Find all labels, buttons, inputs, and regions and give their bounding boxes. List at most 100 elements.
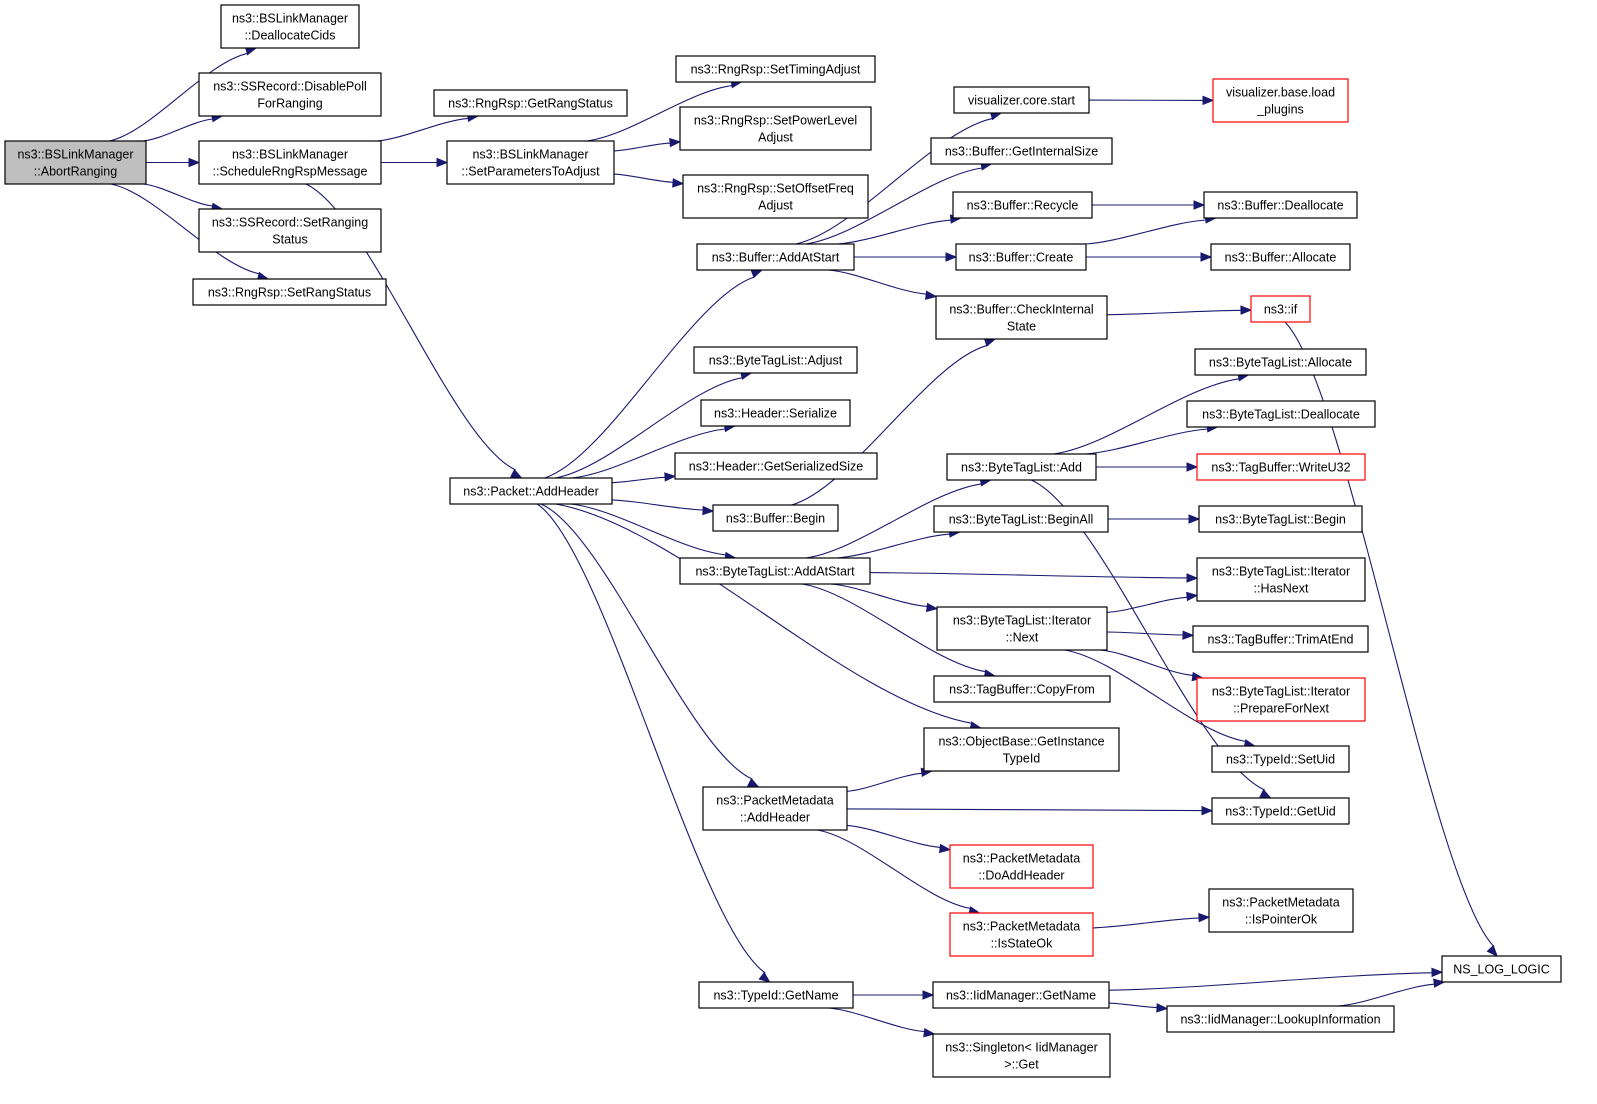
node-iidlookup[interactable]: ns3::IidManager::LookupInformation xyxy=(1166,1005,1395,1033)
arrowhead-icon xyxy=(922,990,935,1000)
node-label: ns3::Buffer::Deallocate xyxy=(1217,199,1343,213)
node-recycle[interactable]: ns3::Buffer::Recycle xyxy=(952,191,1093,219)
node-create[interactable]: ns3::Buffer::Create xyxy=(955,243,1087,271)
node-label: ::ScheduleRngRspMessage xyxy=(213,165,368,179)
edge-line xyxy=(1106,596,1188,613)
edge-line xyxy=(570,503,726,556)
arrowhead-icon xyxy=(1186,573,1199,583)
node-box xyxy=(192,278,387,306)
node-deallocate[interactable]: ns3::Buffer::Deallocate xyxy=(1203,191,1358,219)
node-label: ForRanging xyxy=(257,97,322,111)
node-box xyxy=(1166,1005,1395,1033)
edge-line xyxy=(143,118,213,142)
arrowhead-icon xyxy=(1156,1003,1169,1013)
node-label: ns3::Buffer::CheckInternal xyxy=(949,303,1093,317)
node-writeu32[interactable]: ns3::TagBuffer::WriteU32 xyxy=(1196,453,1366,481)
node-schedrng[interactable]: ns3::BSLinkManager::ScheduleRngRspMessag… xyxy=(198,140,382,185)
edge-line xyxy=(805,167,983,245)
node-typeidgetname[interactable]: ns3::TypeId::GetName xyxy=(698,981,854,1009)
node-label: ns3::ByteTagList::Iterator xyxy=(1212,685,1350,699)
node-label: Adjust xyxy=(758,199,793,213)
edge-line xyxy=(544,276,755,479)
edge-line xyxy=(613,142,671,152)
edge-line xyxy=(791,344,988,506)
node-iidgetname[interactable]: ns3::IidManager::GetName xyxy=(932,981,1110,1009)
node-bufbegin[interactable]: ns3::Buffer::Begin xyxy=(712,504,839,532)
node-ithasnext[interactable]: ns3::ByteTagList::Iterator::HasNext xyxy=(1196,557,1366,602)
arrowhead-icon xyxy=(925,290,938,300)
edge-line xyxy=(1064,649,1246,743)
edge-typeidgetname-to-singleton xyxy=(828,1007,936,1038)
node-setrangstatus[interactable]: ns3::RngRsp::SetRangStatus xyxy=(192,278,387,306)
node-getuid[interactable]: ns3::TypeId::GetUid xyxy=(1211,797,1350,825)
node-btlbeginall[interactable]: ns3::ByteTagList::BeginAll xyxy=(933,505,1109,533)
node-pmispointerok[interactable]: ns3::PacketMetadata::IsPointerOk xyxy=(1208,888,1354,933)
node-setparams[interactable]: ns3::BSLinkManager::SetParametersToAdjus… xyxy=(446,140,615,185)
node-box xyxy=(932,981,1110,1009)
node-addheader[interactable]: ns3::Packet::AddHeader xyxy=(449,477,613,505)
node-label: ns3::RngRsp::SetPowerLevel xyxy=(694,114,857,128)
node-abort[interactable]: ns3::BSLinkManager::AbortRanging xyxy=(4,140,147,185)
node-box xyxy=(1441,955,1562,983)
node-box xyxy=(198,140,382,185)
node-trimatend[interactable]: ns3::TagBuffer::TrimAtEnd xyxy=(1192,625,1369,653)
node-btldeallocate[interactable]: ns3::ByteTagList::Deallocate xyxy=(1186,400,1376,428)
arrowhead-icon xyxy=(1188,514,1201,524)
arrowhead-icon xyxy=(945,252,958,262)
node-btladd[interactable]: ns3::ByteTagList::Add xyxy=(946,453,1097,481)
node-btlbegin[interactable]: ns3::ByteTagList::Begin xyxy=(1198,505,1363,533)
node-addatstart[interactable]: ns3::Buffer::AddAtStart xyxy=(696,243,855,271)
arrowhead-icon xyxy=(926,602,939,613)
node-box xyxy=(1194,348,1367,376)
node-label: NS_LOG_LOGIC xyxy=(1453,963,1550,977)
node-label: ns3::PacketMetadata xyxy=(963,920,1080,934)
node-copyfrom[interactable]: ns3::TagBuffer::CopyFrom xyxy=(933,675,1111,703)
node-label: ns3::ByteTagList::Iterator xyxy=(1212,565,1350,579)
node-label: TypeId xyxy=(1003,752,1041,766)
node-vizstart[interactable]: visualizer.core.start xyxy=(953,86,1090,114)
node-allocate[interactable]: ns3::Buffer::Allocate xyxy=(1210,243,1351,271)
node-nsif[interactable]: ns3::if xyxy=(1250,295,1311,323)
node-vizload[interactable]: visualizer.base.load_plugins xyxy=(1212,78,1349,123)
node-label: _plugins xyxy=(1256,103,1304,117)
node-dealloc[interactable]: ns3::BSLinkManager::DeallocateCids xyxy=(220,4,360,49)
node-label: ns3::ByteTagList::Allocate xyxy=(1209,356,1352,370)
node-hdrserialize[interactable]: ns3::Header::Serialize xyxy=(700,399,851,427)
edge-vizstart-to-vizload xyxy=(1088,95,1215,106)
node-setuid[interactable]: ns3::TypeId::SetUid xyxy=(1211,745,1350,773)
node-getinternal[interactable]: ns3::Buffer::GetInternalSize xyxy=(930,137,1113,165)
node-pmdoaddheader[interactable]: ns3::PacketMetadata::DoAddHeader xyxy=(949,844,1094,889)
edge-btladdatstart-to-itnext xyxy=(830,583,939,613)
node-hdrgetsize[interactable]: ns3::Header::GetSerializedSize xyxy=(674,452,878,480)
node-singleton[interactable]: ns3::Singleton< IidManager >::Get xyxy=(932,1033,1111,1078)
arrowhead-icon xyxy=(1433,978,1446,988)
node-settiming[interactable]: ns3::RngRsp::SetTimingAdjust xyxy=(675,55,876,83)
edge-btladd-to-btldeallocate xyxy=(1085,423,1219,455)
arrowhead-icon xyxy=(1486,945,1499,957)
node-btladdatstart[interactable]: ns3::ByteTagList::AddAtStart xyxy=(679,557,871,585)
arrowhead-icon xyxy=(939,843,952,854)
edge-line xyxy=(846,824,941,848)
node-nslog[interactable]: NS_LOG_LOGIC xyxy=(1441,955,1562,983)
node-itnext[interactable]: ns3::ByteTagList::Iterator::Next xyxy=(936,606,1108,651)
node-pmisstateok[interactable]: ns3::PacketMetadata::IsStateOk xyxy=(949,912,1094,957)
node-btlallocate[interactable]: ns3::ByteTagList::Allocate xyxy=(1194,348,1367,376)
node-btladjust[interactable]: ns3::ByteTagList::Adjust xyxy=(693,346,858,374)
node-prepnext[interactable]: ns3::ByteTagList::Iterator::PrepareForNe… xyxy=(1196,677,1366,722)
node-pmaddheader[interactable]: ns3::PacketMetadata::AddHeader xyxy=(702,786,848,831)
edge-addheader-to-typeidgetname xyxy=(536,503,771,983)
edge-line xyxy=(1085,219,1206,245)
node-box xyxy=(1208,888,1354,933)
node-box xyxy=(682,174,869,219)
node-label: ns3::PacketMetadata xyxy=(716,794,833,808)
edge-iidgetname-to-iidlookup xyxy=(1108,1002,1169,1013)
edge-setparams-to-setpower xyxy=(613,137,682,152)
node-getrangstatus[interactable]: ns3::RngRsp::GetRangStatus xyxy=(433,89,628,117)
edge-abort-to-schedrng xyxy=(145,157,201,168)
